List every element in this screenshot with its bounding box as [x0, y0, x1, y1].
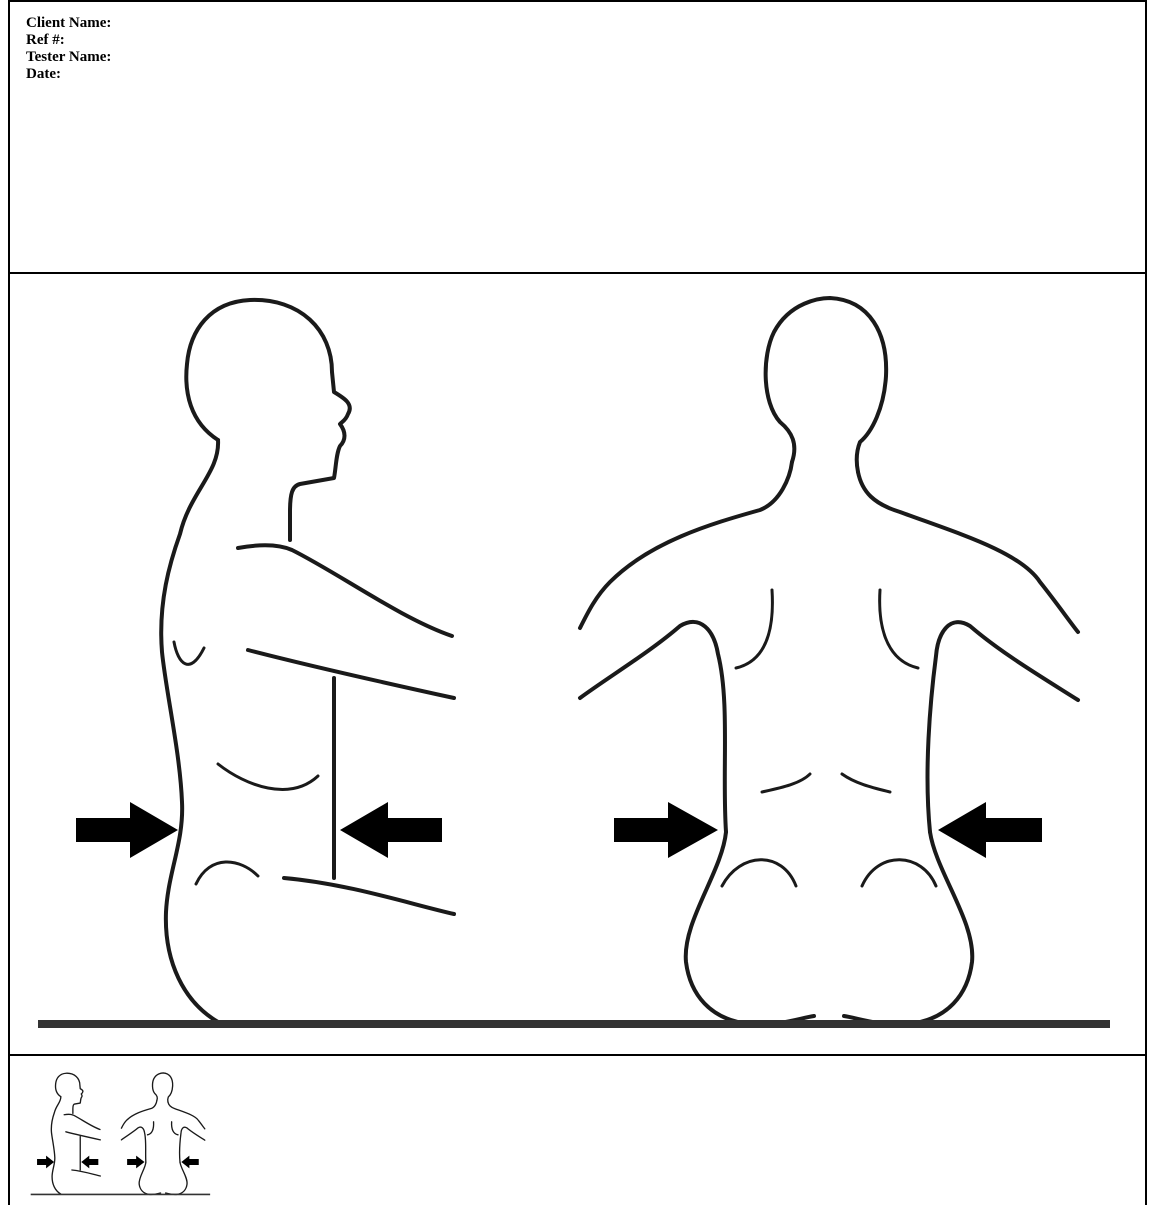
side-hip-curve — [196, 862, 258, 884]
header-cell: Client Name: Ref #: Tester Name: Date: — [10, 2, 1145, 274]
back-left-buttock — [722, 860, 796, 886]
side-seat-line — [284, 878, 454, 914]
back-right-buttock — [862, 860, 936, 886]
arrow-left-icon — [340, 802, 442, 858]
back-right-arm — [928, 622, 1078, 832]
back-right-blade — [880, 590, 918, 668]
side-back-outline — [161, 440, 230, 1024]
back-left-arm — [580, 622, 726, 832]
ref-label: Ref #: — [26, 32, 111, 49]
side-belly-curve — [218, 764, 318, 789]
client-name-label: Client Name: — [26, 15, 111, 32]
side-head-outline — [186, 300, 350, 540]
side-chest-curve — [174, 642, 204, 664]
client-fields: Client Name: Ref #: Tester Name: Date: — [26, 15, 111, 83]
tester-name-label: Tester Name: — [26, 49, 111, 66]
back-left-blade — [736, 590, 772, 668]
back-head-outline — [766, 298, 887, 472]
thumbnail-cell — [10, 1054, 1145, 1205]
figure-cell — [10, 272, 1145, 1056]
back-right-shoulder — [858, 472, 1078, 632]
form-sheet: Client Name: Ref #: Tester Name: Date: — [8, 0, 1147, 1205]
date-label: Date: — [26, 66, 111, 83]
back-view-figure — [580, 298, 1078, 1024]
back-right-waist — [842, 774, 890, 792]
back-left-shoulder — [580, 462, 792, 628]
side-shoulder-line — [238, 545, 452, 636]
back-left-waist — [762, 774, 810, 792]
arrow-left-icon — [938, 802, 1042, 858]
main-illustration — [10, 272, 1145, 1054]
thumbnail-illustration — [26, 1064, 216, 1204]
arrow-right-icon — [614, 802, 718, 858]
side-view-figure — [161, 300, 454, 1024]
side-arm-line — [248, 650, 454, 698]
arrow-right-icon — [76, 802, 178, 858]
